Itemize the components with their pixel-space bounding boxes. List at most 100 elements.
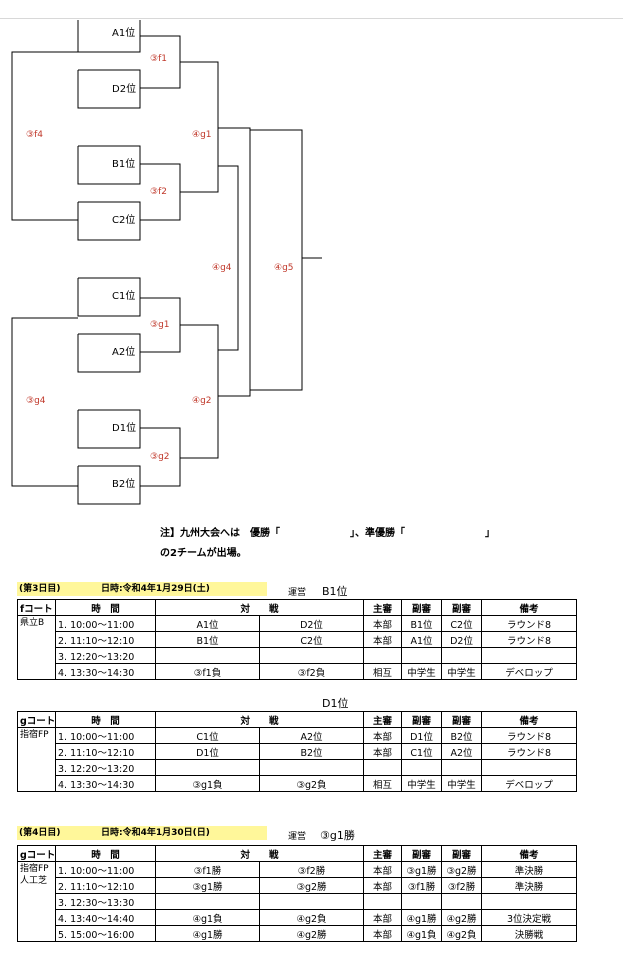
col-assistant: 副審 (401, 711, 443, 728)
slot-box (77, 145, 141, 185)
team-cell: C1位 (155, 727, 260, 744)
team-cell: ③f1勝 (155, 861, 260, 878)
team-cell: ③f2勝 (258, 861, 365, 878)
remarks-cell: 準決勝 (481, 877, 578, 894)
col-time: 時 間 (55, 711, 156, 728)
match-label: ④g1 (192, 130, 212, 140)
team-cell: ④g1勝 (155, 925, 260, 942)
slot-label: C2位 (112, 215, 136, 226)
assistant-cell: A1位 (401, 631, 443, 648)
time-cell: 4. 13:30〜14:30 (55, 663, 156, 680)
col-assistant: 副審 (441, 599, 483, 616)
assistant-cell: ④g2勝 (441, 909, 483, 926)
team-cell: A2位 (258, 727, 365, 744)
match-label: ③g4 (26, 396, 46, 406)
assistant-cell: A2位 (441, 743, 483, 760)
slot-label: A2位 (112, 347, 136, 358)
assistant-cell: B1位 (401, 615, 443, 632)
referee-cell: 本部 (363, 909, 403, 926)
match-label: ③f4 (26, 130, 43, 140)
team-cell: ③g1負 (155, 775, 260, 792)
match-label: ③g2 (150, 452, 170, 462)
assistant-cell (441, 759, 483, 776)
col-match: 対 戦 (154, 845, 365, 862)
match-label: ④g5 (274, 263, 294, 273)
team-cell: A1位 (155, 615, 260, 632)
remarks-cell (481, 759, 578, 776)
time-cell: 2. 11:10〜12:10 (55, 631, 156, 648)
remarks-cell: 3位決定戦 (481, 909, 578, 926)
assistant-cell (401, 893, 443, 910)
assistant-cell: D2位 (441, 631, 483, 648)
referee-cell: 本部 (363, 743, 403, 760)
assistant-cell: ③f2勝 (441, 877, 483, 894)
team-cell: ④g1負 (155, 909, 260, 926)
slot-box (77, 465, 141, 505)
assistant-cell: C1位 (401, 743, 443, 760)
time-cell: 5. 15:00〜16:00 (55, 925, 156, 942)
assistant-cell: C2位 (441, 615, 483, 632)
time-cell: 2. 11:10〜12:10 (55, 877, 156, 894)
slot-label: B2位 (112, 479, 136, 490)
team-cell: ③g1勝 (155, 877, 260, 894)
assistant-cell: ③g1勝 (401, 861, 443, 878)
time-cell: 2. 11:10〜12:10 (55, 743, 156, 760)
assistant-cell: D1位 (401, 727, 443, 744)
team-cell (155, 647, 260, 664)
remarks-cell: ラウンド8 (481, 743, 578, 760)
team-cell: ④g2勝 (258, 925, 365, 942)
match-label: ④g4 (212, 263, 232, 273)
col-assistant: 副審 (401, 845, 443, 862)
slot-box (77, 333, 141, 373)
referee-cell: 相互 (363, 775, 403, 792)
team-cell (155, 893, 260, 910)
match-label: ③f2 (150, 187, 167, 197)
team-cell: D1位 (155, 743, 260, 760)
referee-cell: 本部 (363, 861, 403, 878)
team-cell: ③g2負 (258, 775, 365, 792)
venue: 県立B (17, 615, 56, 680)
slot-label: B1位 (112, 159, 136, 170)
time-cell: 3. 12:20〜13:20 (55, 759, 156, 776)
slot-box (77, 409, 141, 449)
remarks-cell: ラウンド8 (481, 615, 578, 632)
top-divider (0, 18, 623, 19)
team-cell (258, 759, 365, 776)
team-cell (258, 647, 365, 664)
col-assistant: 副審 (441, 845, 483, 862)
remarks-cell: ラウンド8 (481, 727, 578, 744)
team-cell (155, 759, 260, 776)
day3-header: (第3日目) 日時:令和4年1月29日(土) (17, 582, 267, 596)
venue-line: 人工芝 (20, 876, 48, 886)
referee-cell: 本部 (363, 727, 403, 744)
date-label: 日時:令和4年1月30日(日) (101, 828, 210, 838)
time-cell: 1. 10:00〜11:00 (55, 861, 156, 878)
team-cell: ④g2負 (258, 909, 365, 926)
assistant-cell: B2位 (441, 727, 483, 744)
col-match: 対 戦 (154, 711, 365, 728)
court-name: fコート (17, 599, 56, 616)
match-label: ④g2 (192, 396, 212, 406)
referee-cell (363, 893, 403, 910)
team-cell: B2位 (258, 743, 365, 760)
unei-value: D1位 (322, 697, 349, 710)
note-line1: 注】九州大会へは 優勝「 」、準優勝「 」 (160, 528, 495, 539)
f-court-schedule: fコート 時 間 対 戦 主審 副審 副審 備考 県立B 1. 10:00〜11… (17, 599, 578, 680)
slot-box (77, 69, 141, 109)
referee-cell (363, 759, 403, 776)
match-label: ③f1 (150, 54, 167, 64)
slot-label: D2位 (112, 84, 137, 95)
assistant-cell: 中学生 (401, 775, 443, 792)
unei-value: ③g1勝 (320, 829, 355, 842)
referee-cell: 相互 (363, 663, 403, 680)
assistant-cell (401, 647, 443, 664)
team-cell: ③g2勝 (258, 877, 365, 894)
time-cell: 3. 12:20〜13:20 (55, 647, 156, 664)
g-court-schedule: gコート 時 間 対 戦 主審 副審 副審 備考 指宿FP 1. 10:00〜1… (17, 711, 578, 792)
col-time: 時 間 (55, 599, 156, 616)
day4-header: (第4日目) 日時:令和4年1月30日(日) (17, 826, 267, 840)
remarks-cell: 準決勝 (481, 861, 578, 878)
assistant-cell (441, 647, 483, 664)
referee-cell: 本部 (363, 615, 403, 632)
referee-cell: 本部 (363, 925, 403, 942)
